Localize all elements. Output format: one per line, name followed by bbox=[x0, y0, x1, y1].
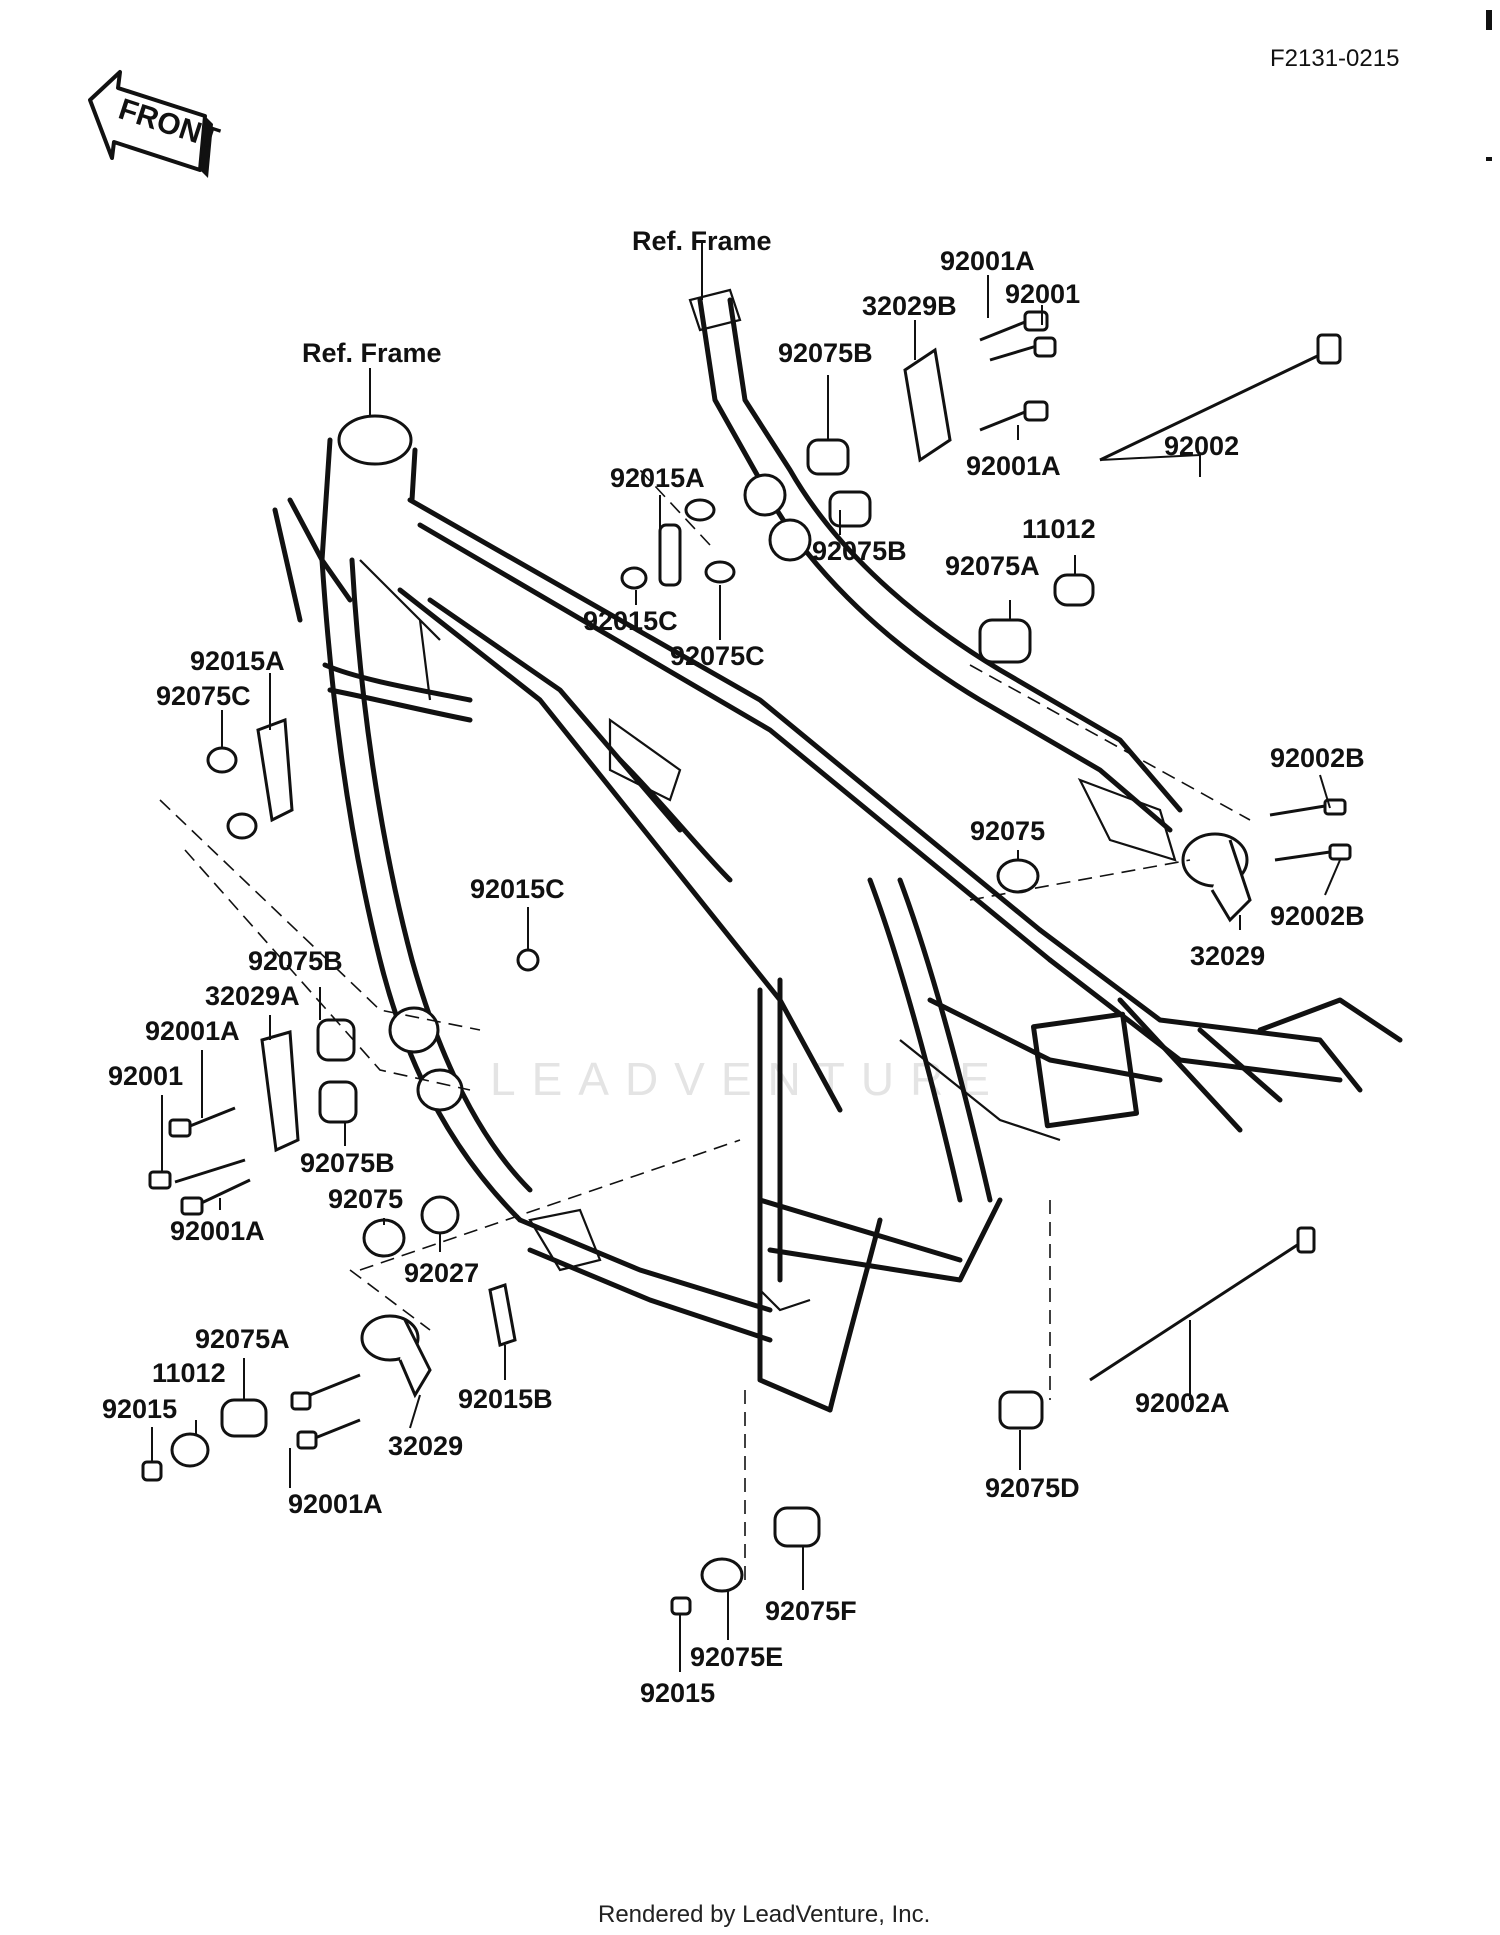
callout-label: 92075 bbox=[328, 1184, 403, 1214]
callout-label: 92001 bbox=[108, 1061, 183, 1091]
callout-label: 92001A bbox=[966, 451, 1061, 481]
callout-label: 92015C bbox=[470, 874, 565, 904]
callout-label: 92075B bbox=[778, 338, 873, 368]
callout-label: 92001 bbox=[1005, 279, 1080, 309]
callout-label: 92001A bbox=[170, 1216, 265, 1246]
callout-label: 92015 bbox=[640, 1678, 715, 1708]
callout-label: 92075B bbox=[248, 946, 343, 976]
callout-label: 32029 bbox=[1190, 941, 1265, 971]
diagram-code: F2131-0215 bbox=[1270, 45, 1399, 72]
callout-label: 92015B bbox=[458, 1384, 553, 1414]
callout-label: 92001A bbox=[145, 1016, 240, 1046]
callout-label: 92001A bbox=[940, 246, 1035, 276]
callout-label: 92075E bbox=[690, 1642, 783, 1672]
motorcycle-frame bbox=[272, 288, 1403, 1413]
ref-frame-label-rear: Ref. Frame bbox=[632, 226, 772, 256]
callout-label: 11012 bbox=[152, 1358, 226, 1388]
front-arrow-icon: FRONT bbox=[88, 70, 223, 178]
footer-credit: Rendered by LeadVenture, Inc. bbox=[598, 1901, 930, 1928]
callout-label: 92002A bbox=[1135, 1388, 1230, 1418]
watermark: LEADVENTURE bbox=[490, 1053, 1006, 1105]
callout-label: 92075C bbox=[670, 641, 765, 671]
callout-label: 92015C bbox=[583, 606, 678, 636]
callout-label: 92075B bbox=[300, 1148, 395, 1178]
callout-label: 11012 bbox=[1022, 514, 1096, 544]
callout-label: 92027 bbox=[404, 1258, 479, 1288]
edge-mark bbox=[1486, 157, 1492, 161]
edge-mark bbox=[1486, 10, 1492, 30]
hardware-parts bbox=[141, 310, 1352, 1616]
callout-label: 92075F bbox=[765, 1596, 857, 1626]
leader-lines bbox=[151, 240, 1341, 1672]
callout-labels: 92001A 92001 32029B 92075B 92001A 92002 … bbox=[102, 246, 1365, 1708]
callout-label: 92075 bbox=[970, 816, 1045, 846]
callout-label: 92075A bbox=[945, 551, 1040, 581]
callout-label: 92002B bbox=[1270, 743, 1365, 773]
callout-label: 32029A bbox=[205, 981, 300, 1011]
assembly-guides bbox=[159, 469, 1251, 1580]
callout-label: 92015 bbox=[102, 1394, 177, 1424]
callout-label: 92015A bbox=[190, 646, 285, 676]
ref-frame-label-front: Ref. Frame bbox=[302, 338, 442, 368]
callout-label: 92075B bbox=[812, 536, 907, 566]
callout-label: 32029 bbox=[388, 1431, 463, 1461]
callout-label: 92001A bbox=[288, 1489, 383, 1519]
callout-label: 32029B bbox=[862, 291, 957, 321]
callout-label: 92002 bbox=[1164, 431, 1239, 461]
callout-label: 92075D bbox=[985, 1473, 1080, 1503]
callout-label: 92015A bbox=[610, 463, 705, 493]
callout-label: 92075A bbox=[195, 1324, 290, 1354]
callout-label: 92002B bbox=[1270, 901, 1365, 931]
callout-label: 92075C bbox=[156, 681, 251, 711]
